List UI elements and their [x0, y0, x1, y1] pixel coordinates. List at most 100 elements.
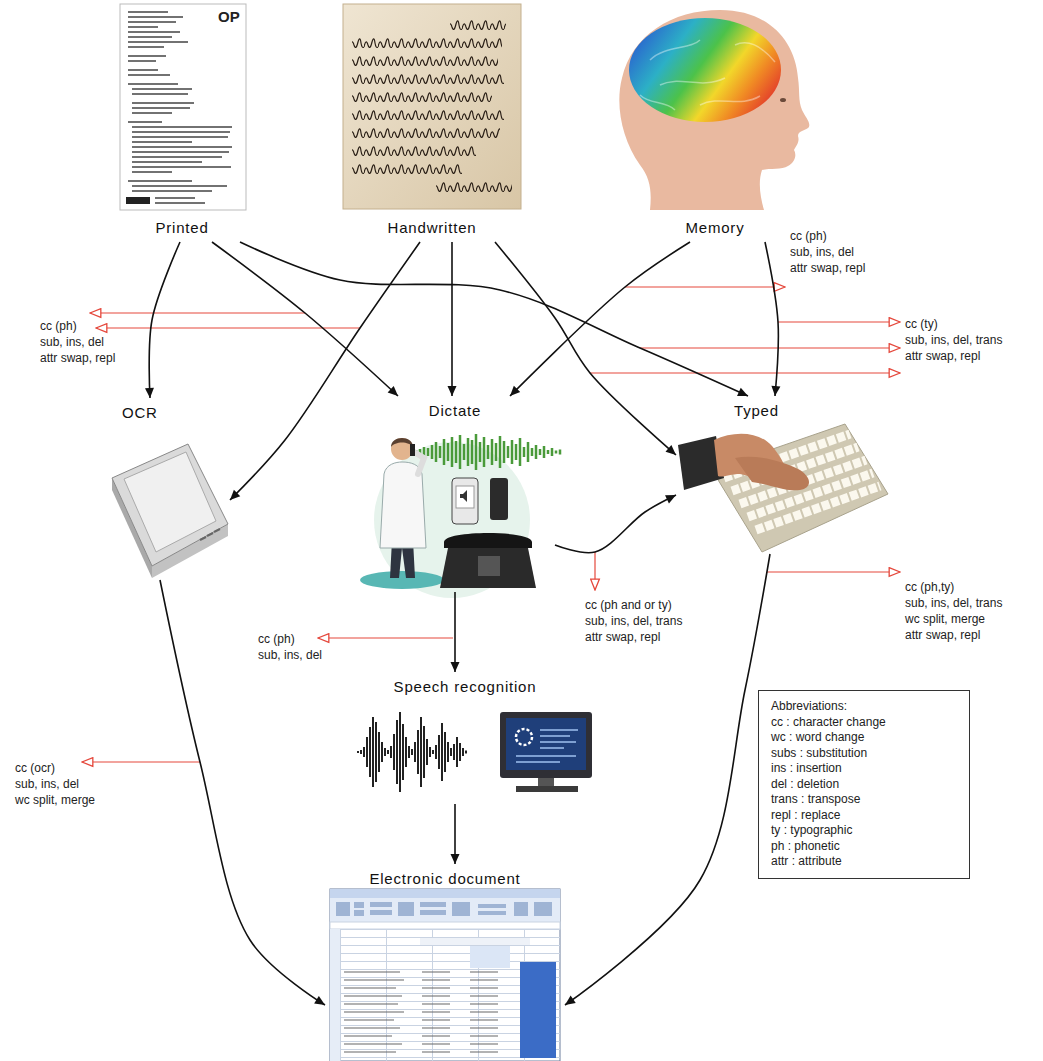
- leader-line: [96, 327, 360, 328]
- leader-line: [90, 312, 305, 313]
- node-caption: Dictate: [429, 402, 481, 419]
- cell-grid: [340, 929, 560, 1061]
- screen-lines: [516, 730, 578, 762]
- abbreviation-box: Abbreviations:cc : character changewc : …: [758, 690, 970, 879]
- source-node: Handwritten: [342, 4, 522, 242]
- monitor-base: [516, 786, 578, 792]
- method-node: Dictate: [355, 396, 555, 592]
- audio-waveform: [358, 712, 466, 792]
- flow-arrow: [555, 495, 676, 553]
- printed-lines: [128, 12, 232, 203]
- desk-phone-handset: [444, 533, 532, 548]
- handheld-phone: [410, 444, 415, 456]
- paper-sheet: [120, 4, 246, 210]
- head-silhouette: [619, 10, 809, 210]
- handwriting-line: [352, 162, 462, 180]
- method-node: Speech recognition: [342, 672, 588, 804]
- flow-arrow: [160, 580, 325, 1005]
- handwriting-line: [352, 36, 502, 54]
- error-type-label: sub, ins, del: [15, 776, 79, 792]
- abbreviation-line: attr : attribute: [771, 854, 842, 870]
- dictation-illustration: [360, 434, 560, 598]
- flow-arrow: [240, 242, 748, 396]
- abbreviation-line: subs : substitution: [771, 746, 867, 762]
- scanner-buttons: [200, 529, 220, 540]
- leader-line: [318, 637, 453, 638]
- handwritten-letter: [343, 4, 521, 209]
- desk-phone-keypad: [478, 556, 500, 576]
- source-node: Printed: [112, 4, 252, 242]
- flow-arrow: [149, 242, 180, 398]
- error-type-label: attr swap, repl: [790, 260, 865, 276]
- speaker-icon: [460, 490, 467, 502]
- ribbon: [330, 898, 560, 922]
- stamp-mark: [126, 197, 150, 204]
- handwriting-line: [450, 14, 506, 32]
- error-type-label: sub, ins, del: [790, 244, 854, 260]
- error-type-label: sub, ins, del: [40, 334, 104, 350]
- desk-phone: [440, 548, 536, 588]
- ribbon-icons: [336, 902, 552, 916]
- node-caption: Printed: [155, 219, 208, 236]
- abbreviation-line: repl : replace: [771, 808, 840, 824]
- flow-arrow: [495, 242, 676, 455]
- source-node: Memory: [640, 4, 790, 242]
- typing-illustration: [678, 424, 888, 552]
- flow-arrow: [765, 242, 778, 396]
- flow-arrow: [230, 242, 420, 500]
- abbreviation-line: wc : word change: [771, 730, 864, 746]
- output-node: Electronic document: [325, 864, 565, 1061]
- busy-icon: [516, 729, 532, 745]
- speech-recognition-illustration: [358, 712, 592, 792]
- handwriting-line: [352, 108, 504, 126]
- device-screen: [456, 486, 474, 508]
- leader-line: [625, 286, 785, 287]
- error-type-label: attr swap, repl: [40, 350, 115, 366]
- error-type-label: cc (ph,ty): [905, 579, 954, 595]
- abbreviation-line: del : deletion: [771, 777, 839, 793]
- brain: [629, 18, 781, 122]
- cell-phone: [490, 478, 508, 520]
- scanner: [112, 444, 228, 578]
- keyboard: [712, 424, 888, 552]
- cell-values: [344, 972, 498, 1052]
- abbreviation-line: trans : transpose: [771, 792, 860, 808]
- error-type-label: attr swap, repl: [905, 348, 980, 364]
- table-heading: [420, 938, 530, 945]
- printed-document: [120, 4, 246, 210]
- leader-line: [640, 347, 900, 348]
- handwriting-line: [352, 54, 498, 72]
- error-type-label: sub, ins, del, trans: [905, 332, 1002, 348]
- signature: [436, 180, 512, 198]
- flow-arrow: [454, 804, 456, 864]
- error-type-label: sub, ins, del, trans: [585, 613, 682, 629]
- hand: [735, 457, 809, 491]
- head-with-brain: [619, 10, 809, 210]
- method-node: OCR: [100, 398, 230, 580]
- node-caption: Speech recognition: [394, 678, 537, 695]
- mobile-device: [452, 478, 478, 524]
- error-type-label: sub, ins, del: [258, 647, 322, 663]
- abbreviation-line: ph : phonetic: [771, 839, 840, 855]
- leader-line: [778, 321, 900, 322]
- leader-line: [590, 372, 900, 373]
- leader-line: [594, 552, 595, 590]
- leader-line: [767, 571, 900, 572]
- error-type-label: attr swap, repl: [905, 627, 980, 643]
- flow-arrow: [451, 242, 453, 396]
- eye: [780, 98, 786, 102]
- monitor-screen: [506, 718, 586, 770]
- flow-arrow: [510, 242, 690, 396]
- error-type-label: wc split, merge: [905, 611, 985, 627]
- letter-paper: [343, 4, 521, 209]
- error-type-label: cc (ph and or ty): [585, 597, 672, 613]
- title-bar: [330, 889, 560, 898]
- leader-line: [82, 761, 200, 762]
- scanner-lid: [124, 452, 216, 552]
- doctor-head: [391, 438, 413, 460]
- handwriting-line: [352, 126, 500, 144]
- row-headers: [330, 929, 340, 1061]
